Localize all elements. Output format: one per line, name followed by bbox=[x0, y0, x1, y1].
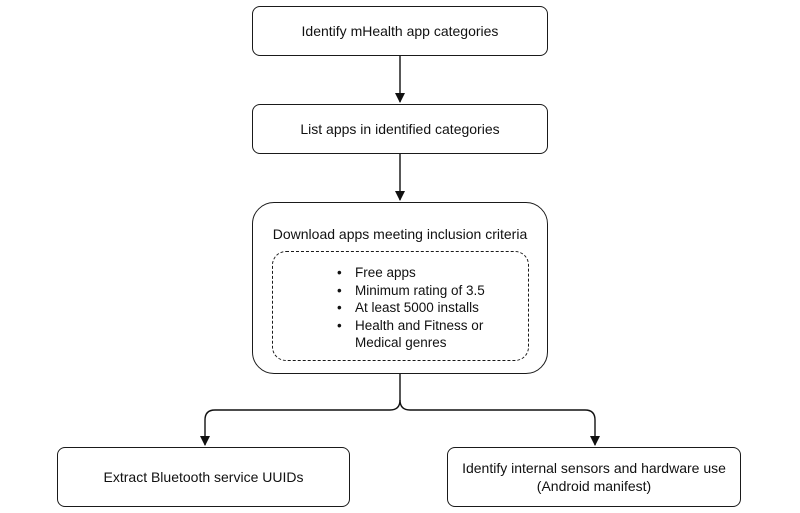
extract-uuids-box: Extract Bluetooth service UUIDs bbox=[57, 447, 350, 507]
extract-uuids-label: Extract Bluetooth service UUIDs bbox=[103, 469, 304, 485]
identify-sensors-sublabel: (Android manifest) bbox=[536, 478, 652, 494]
criteria-item: Free apps bbox=[337, 264, 528, 282]
identify-sensors-label: Identify internal sensors and hardware u… bbox=[462, 460, 726, 476]
download-apps-label: Download apps meeting inclusion criteria bbox=[272, 226, 528, 242]
criteria-item: At least 5000 installs bbox=[337, 299, 528, 317]
criteria-item: Health and Fitness or Medical genres bbox=[337, 317, 528, 352]
inclusion-criteria-list: Free apps Minimum rating of 3.5 At least… bbox=[337, 264, 528, 352]
inclusion-criteria-box: Free apps Minimum rating of 3.5 At least… bbox=[272, 251, 529, 361]
list-apps-box: List apps in identified categories bbox=[252, 104, 548, 154]
arrow-step3-to-extract bbox=[200, 374, 401, 446]
criteria-item: Minimum rating of 3.5 bbox=[337, 282, 528, 300]
download-apps-box: Download apps meeting inclusion criteria… bbox=[252, 202, 548, 374]
identify-categories-label: Identify mHealth app categories bbox=[301, 23, 499, 39]
identify-sensors-box: Identify internal sensors and hardware u… bbox=[447, 447, 741, 507]
arrow-step3-to-sensors bbox=[399, 399, 600, 446]
identify-categories-box: Identify mHealth app categories bbox=[252, 6, 548, 56]
list-apps-label: List apps in identified categories bbox=[300, 121, 500, 137]
